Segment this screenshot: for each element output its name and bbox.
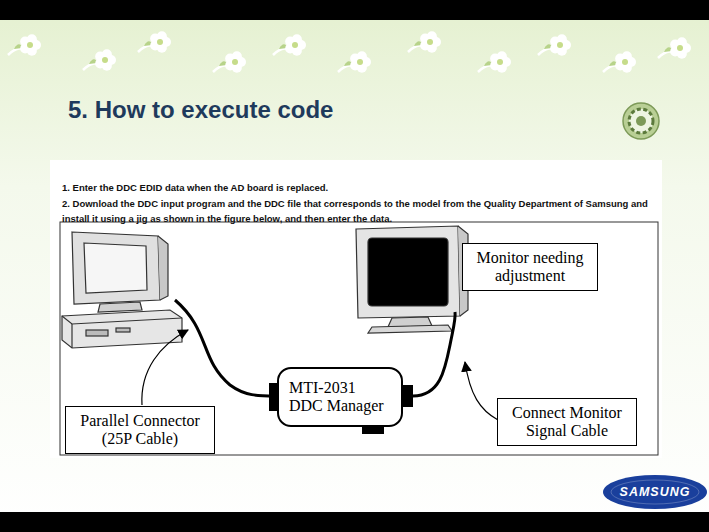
node-text: Monitor needing adjustment (469, 249, 591, 285)
computer-illustration (62, 232, 182, 348)
content-panel (50, 160, 662, 458)
bottom-bar (0, 512, 709, 532)
label-box: Monitor needing adjustment (462, 243, 598, 291)
logo-text: SAMSUNG (620, 485, 691, 499)
samsung-logo (603, 475, 707, 509)
leader-arrow (465, 362, 498, 420)
logo-ring (611, 480, 699, 504)
node-text: MTI-2031 DDC Manager (289, 379, 391, 415)
device-box: MTI-2031 DDC Manager (277, 367, 403, 427)
node-text: Connect Monitor Signal Cable (504, 404, 630, 440)
monitor-illustration (356, 226, 468, 333)
title-underline (66, 131, 628, 133)
leader-arrow (142, 330, 188, 405)
figure-frame (60, 222, 658, 455)
parallel-cable (175, 300, 275, 396)
instruction-text: 2. Download the DDC input program and th… (62, 196, 652, 226)
gear-icon (623, 103, 659, 139)
flower-decoration (8, 31, 691, 72)
top-bar (0, 0, 709, 20)
node-text: Parallel Connector (25P Cable) (72, 412, 208, 448)
callout-box: Connect Monitor Signal Cable (497, 398, 637, 446)
signal-cable (413, 312, 455, 396)
slide-title: 5. How to execute code (68, 96, 333, 124)
instruction-text: 1. Enter the DDC EDID data when the AD b… (62, 180, 652, 195)
callout-box: Parallel Connector (25P Cable) (65, 406, 215, 454)
